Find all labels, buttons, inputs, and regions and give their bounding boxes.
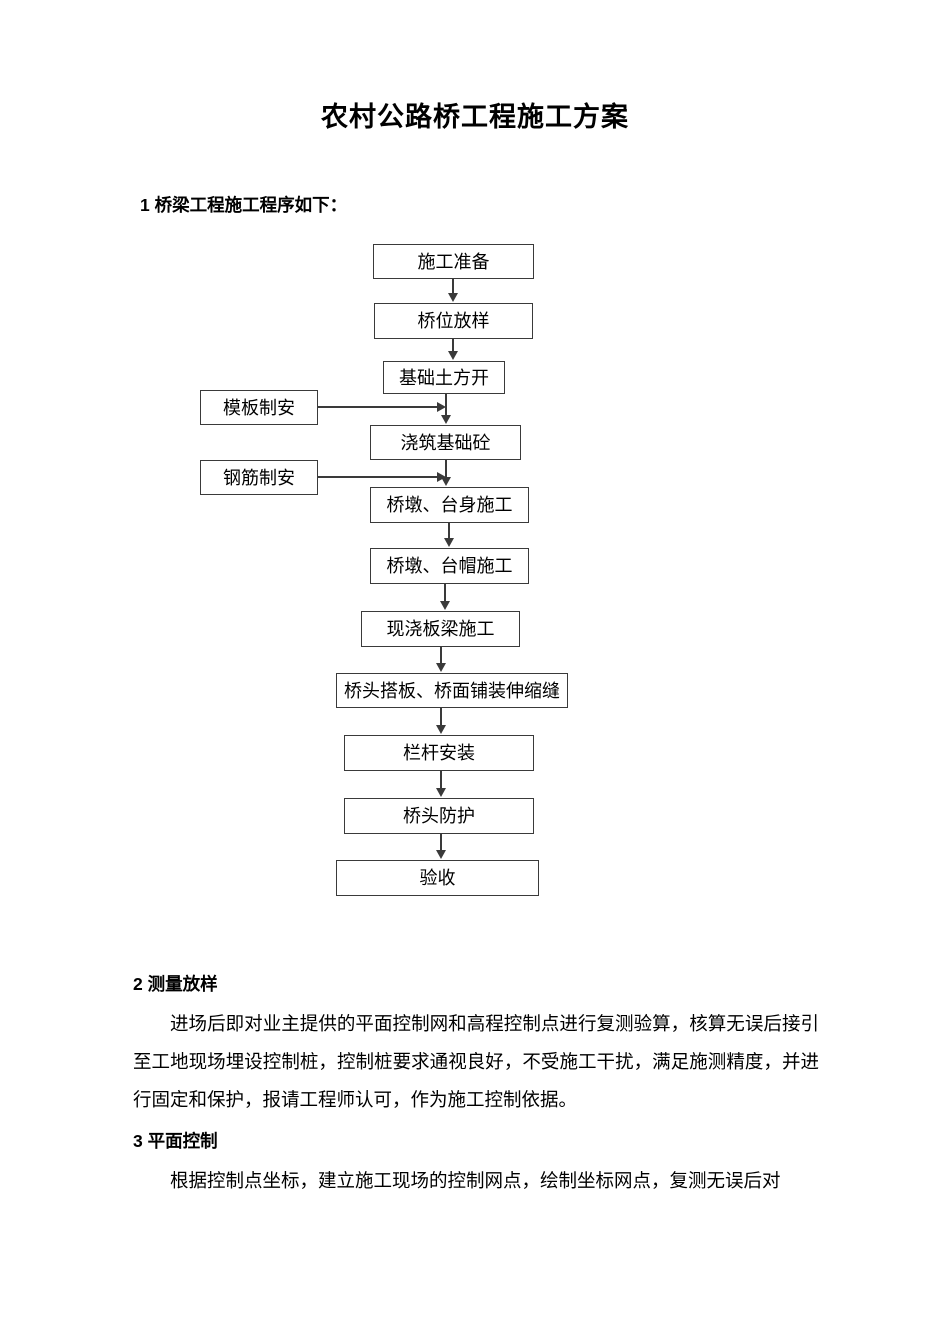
connector-n10-n11 (440, 834, 442, 851)
arrow-n5-n6 (444, 538, 454, 547)
connector-n6-n7 (444, 584, 446, 602)
flow-node-shigongzhunbei: 施工准备 (373, 244, 534, 279)
flow-node-qiaotoufanghu: 桥头防护 (344, 798, 534, 834)
arrow-n7-n8 (436, 663, 446, 672)
arrow-n4-n5 (441, 477, 451, 486)
connector-n9-n10 (440, 771, 442, 789)
arrow-n8-n9 (436, 725, 446, 734)
flow-node-langanan zhuang: 栏杆安装 (344, 735, 534, 771)
flow-node-label: 浇筑基础砼 (400, 432, 491, 453)
arrow-n10-n11 (436, 850, 446, 859)
flow-node-label: 栏杆安装 (403, 743, 475, 763)
section-heading-2: 2 测量放样 (133, 974, 218, 994)
arrow-n9-n10 (436, 788, 446, 797)
flow-node-jichutufangkai: 基础土方开 (383, 361, 505, 394)
section-heading-1: 1 桥梁工程施工程序如下： (140, 195, 348, 215)
section-heading-3: 3 平面控制 (133, 1131, 218, 1151)
arrow-n1-n2 (448, 293, 458, 302)
arrow-n2-n3 (448, 351, 458, 360)
flow-node-qiaodun-taimao: 桥墩、台帽施工 (370, 548, 529, 584)
arrow-n3-n4 (441, 415, 451, 424)
arrow-s2-main (437, 472, 446, 482)
flow-node-label: 桥头防护 (403, 806, 475, 826)
flow-node-qiaotoudaban: 桥头搭板、桥面铺装伸缩缝 (336, 673, 568, 708)
flow-node-label: 桥头搭板、桥面铺装伸缩缝 (344, 680, 560, 701)
flow-node-label: 验收 (419, 868, 456, 888)
flow-node-jiaozhujichutong: 浇筑基础砼 (370, 425, 521, 460)
flow-node-label: 模板制安 (223, 397, 295, 418)
arrow-s1-main (437, 402, 446, 412)
flow-node-xianjiaobanliang: 现浇板梁施工 (361, 611, 520, 647)
flow-node-label: 施工准备 (417, 251, 490, 272)
connector-s2-main (318, 476, 438, 478)
flow-node-yanshou: 验收 (336, 860, 539, 896)
flow-node-qiaodun-taishen: 桥墩、台身施工 (370, 487, 529, 523)
flow-node-label: 现浇板梁施工 (386, 619, 495, 639)
page-title: 农村公路桥工程施工方案 (321, 102, 629, 132)
flow-node-qiaoweifangyang: 桥位放样 (374, 303, 533, 339)
connector-n4-n5 (445, 460, 447, 478)
connector-n8-n9 (440, 708, 442, 726)
section-body-3: 根据控制点坐标，建立施工现场的控制网点，绘制坐标网点，复测无误后对 (170, 1172, 781, 1192)
flow-node-label: 桥墩、台身施工 (386, 495, 513, 515)
connector-n1-n2 (452, 279, 454, 294)
flow-node-gangjinzhian: 钢筋制安 (200, 460, 318, 495)
connector-n5-n6 (448, 523, 450, 539)
connector-n2-n3 (452, 339, 454, 352)
flow-node-label: 钢筋制安 (223, 467, 295, 488)
flow-node-mubanzhian: 模板制安 (200, 390, 318, 425)
flow-node-label: 桥墩、台帽施工 (386, 556, 513, 576)
construction-flowchart: 施工准备 桥位放样 基础土方开 浇筑基础砼 桥墩、台身施工 桥墩、台帽施工 现浇… (200, 244, 568, 896)
connector-s1-main (318, 406, 438, 408)
section-body-2: 进场后即对业主提供的平面控制网和高程控制点进行复测验算，核算无误后接引至工地现场… (133, 1015, 819, 1111)
connector-n7-n8 (440, 647, 442, 664)
flow-node-label: 桥位放样 (417, 311, 490, 331)
flow-node-label: 基础土方开 (399, 367, 489, 388)
arrow-n6-n7 (440, 601, 450, 610)
